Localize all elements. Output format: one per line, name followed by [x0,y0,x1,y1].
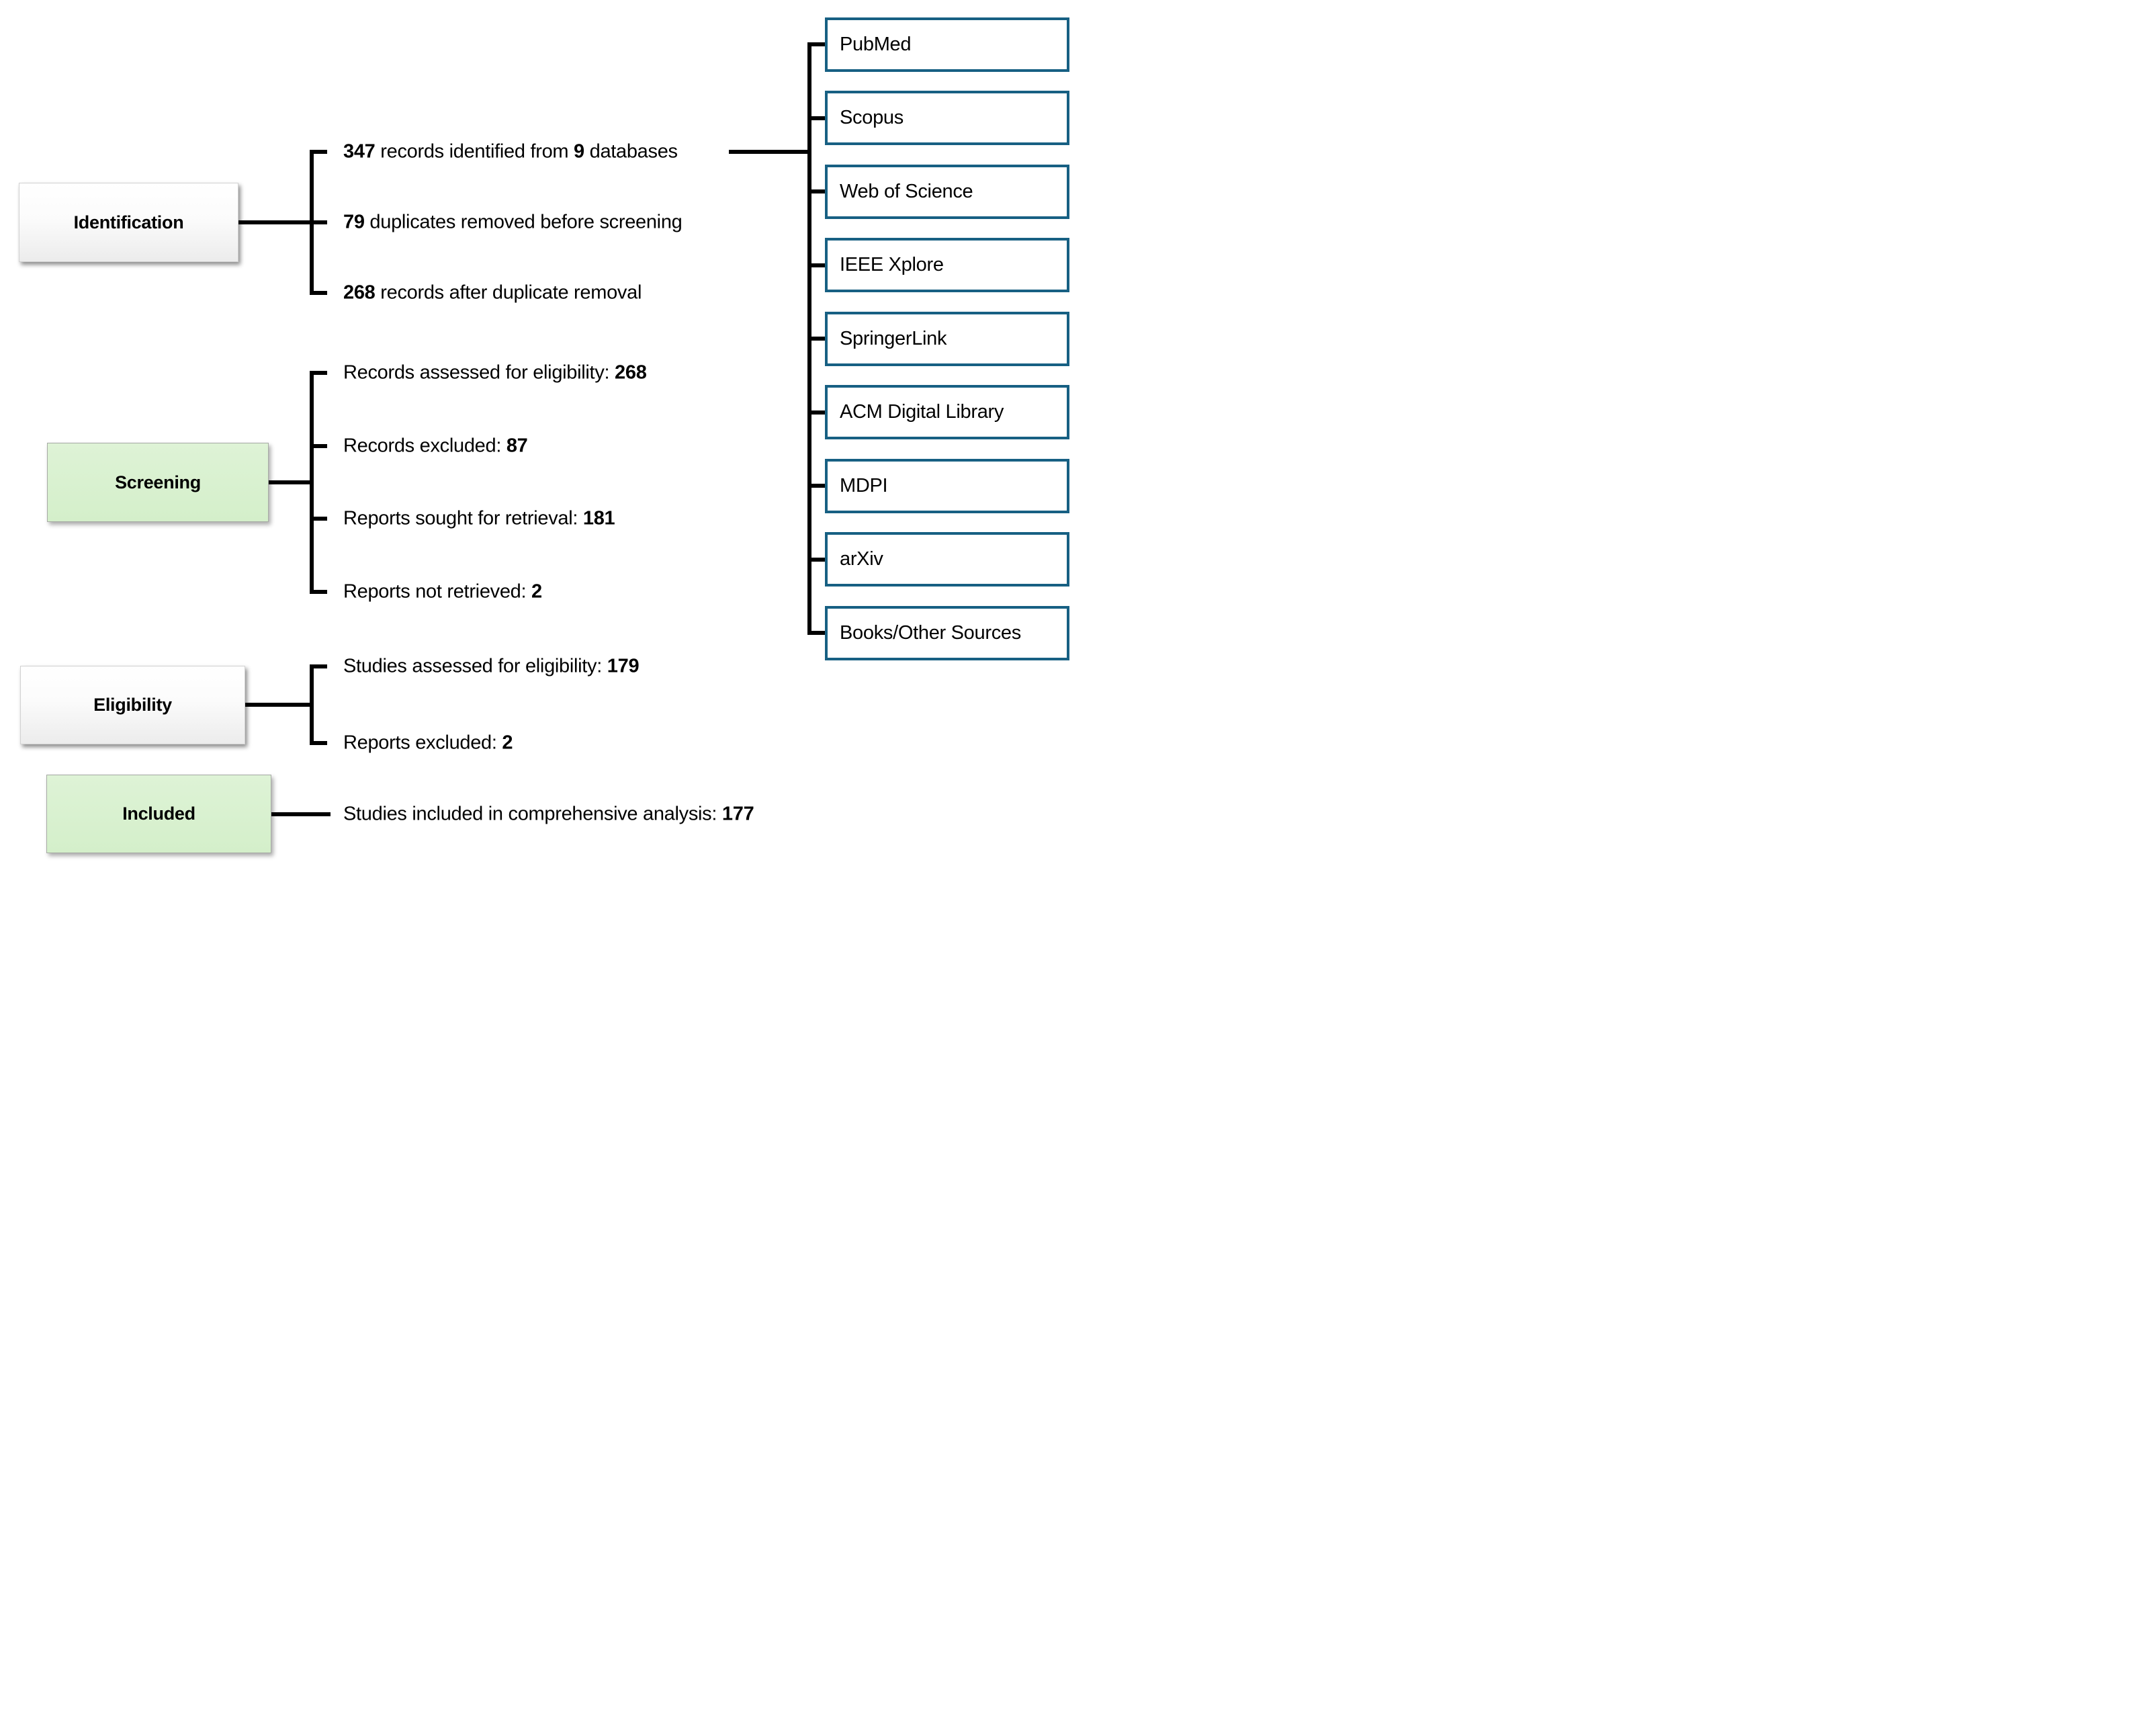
flow-item-identification-0: 347 records identified from 9 databases [343,140,678,163]
bracket-screening-tick-0 [310,371,327,375]
stage-label-screening: Screening [115,472,201,492]
database-box-acm-digital-library: ACM Digital Library [825,385,1069,439]
flow-item-text: Reports excluded: [343,732,502,754]
flow-item-number: 177 [721,803,754,825]
flow-item-number: 268 [343,281,376,304]
database-label-books-other-sources: Books/Other Sources [840,621,1021,644]
flow-item-number: 347 [343,140,376,163]
db-bracket-tick-6 [807,484,825,488]
database-box-ieee-xplore: IEEE Xplore [825,238,1069,292]
db-bracket-tick-1 [807,116,825,120]
flow-item-number: 181 [582,507,615,529]
bracket-identification-tick-0 [310,150,327,154]
connector-eligibility [245,703,314,707]
db-bracket-tick-5 [807,410,825,415]
database-label-springerlink: SpringerLink [840,327,947,349]
bracket-eligibility-tick-1 [310,741,327,745]
database-box-pubmed: PubMed [825,17,1069,72]
stage-label-identification: Identification [73,212,184,232]
stage-box-eligibility: Eligibility [20,666,245,744]
database-label-mdpi: MDPI [840,474,888,496]
stage-box-screening: Screening [47,443,269,522]
db-bracket-tick-7 [807,557,825,562]
flow-item-number: 268 [615,361,647,384]
database-label-ieee-xplore: IEEE Xplore [840,254,944,275]
db-bracket-tick-4 [807,337,825,341]
database-label-web-of-science: Web of Science [840,180,973,202]
flow-item-included-0: Studies included in comprehensive analys… [343,803,754,825]
database-box-scopus: Scopus [825,91,1069,145]
db-bracket-tick-8 [807,631,825,635]
flow-item-number: 79 [343,211,365,233]
database-box-mdpi: MDPI [825,458,1069,513]
database-label-scopus: Scopus [840,107,904,128]
flow-item-number: 9 [574,140,584,163]
flow-item-identification-1: 79 duplicates removed before screening [343,211,683,233]
flow-diagram: Identification Screening Eligibility Inc… [0,0,1078,868]
bracket-screening-tick-1 [310,444,327,448]
bracket-eligibility-tick-0 [310,664,327,668]
stage-label-eligibility: Eligibility [93,695,172,715]
flow-item-eligibility-0: Studies assessed for eligibility: 179 [343,655,640,677]
flow-item-text: databases [584,140,678,163]
db-bracket-tick-2 [807,189,825,193]
database-box-springerlink: SpringerLink [825,311,1069,366]
database-label-arxiv: arXiv [840,548,883,570]
db-bracket-tick-0 [807,42,825,46]
flow-item-text: Records assessed for eligibility: [343,361,615,384]
flow-item-number: 2 [502,732,513,754]
connector-screening [269,480,314,484]
flow-item-text: records after duplicate removal [375,281,642,304]
db-main-connector [729,150,811,154]
database-label-acm-digital-library: ACM Digital Library [840,401,1004,423]
database-label-pubmed: PubMed [840,33,912,55]
database-box-web-of-science: Web of Science [825,164,1069,219]
bracket-identification-tick-1 [310,220,327,224]
flow-item-screening-2: Reports sought for retrieval: 181 [343,507,615,529]
flow-item-screening-1: Records excluded: 87 [343,435,528,457]
flow-item-text: Reports sought for retrieval: [343,507,583,529]
flow-item-text: records identified from [375,140,574,163]
database-box-arxiv: arXiv [825,532,1069,587]
flow-item-eligibility-1: Reports excluded: 2 [343,732,513,754]
flow-item-screening-0: Records assessed for eligibility: 268 [343,361,647,384]
stage-box-included: Included [46,775,271,853]
connector-identification [238,220,314,224]
flow-item-text: Reports not retrieved: [343,580,532,603]
bracket-identification-tick-2 [310,291,327,295]
flow-item-number: 179 [607,655,640,677]
bracket-screening-tick-3 [310,590,327,594]
flow-item-text: Studies assessed for eligibility: [343,655,607,677]
flow-item-text: Studies included in comprehensive analys… [343,803,722,825]
flow-item-number: 2 [531,580,542,603]
database-box-books-other-sources: Books/Other Sources [825,605,1069,660]
connector-included [271,812,331,816]
flow-item-text: duplicates removed before screening [364,211,683,233]
flow-item-text: Records excluded: [343,435,507,457]
stage-label-included: Included [122,804,195,824]
stage-box-identification: Identification [19,183,238,262]
flow-item-number: 87 [506,435,528,457]
db-bracket-tick-3 [807,263,825,267]
flow-item-screening-3: Reports not retrieved: 2 [343,580,542,603]
flow-item-identification-2: 268 records after duplicate removal [343,281,642,304]
bracket-screening-tick-2 [310,517,327,521]
